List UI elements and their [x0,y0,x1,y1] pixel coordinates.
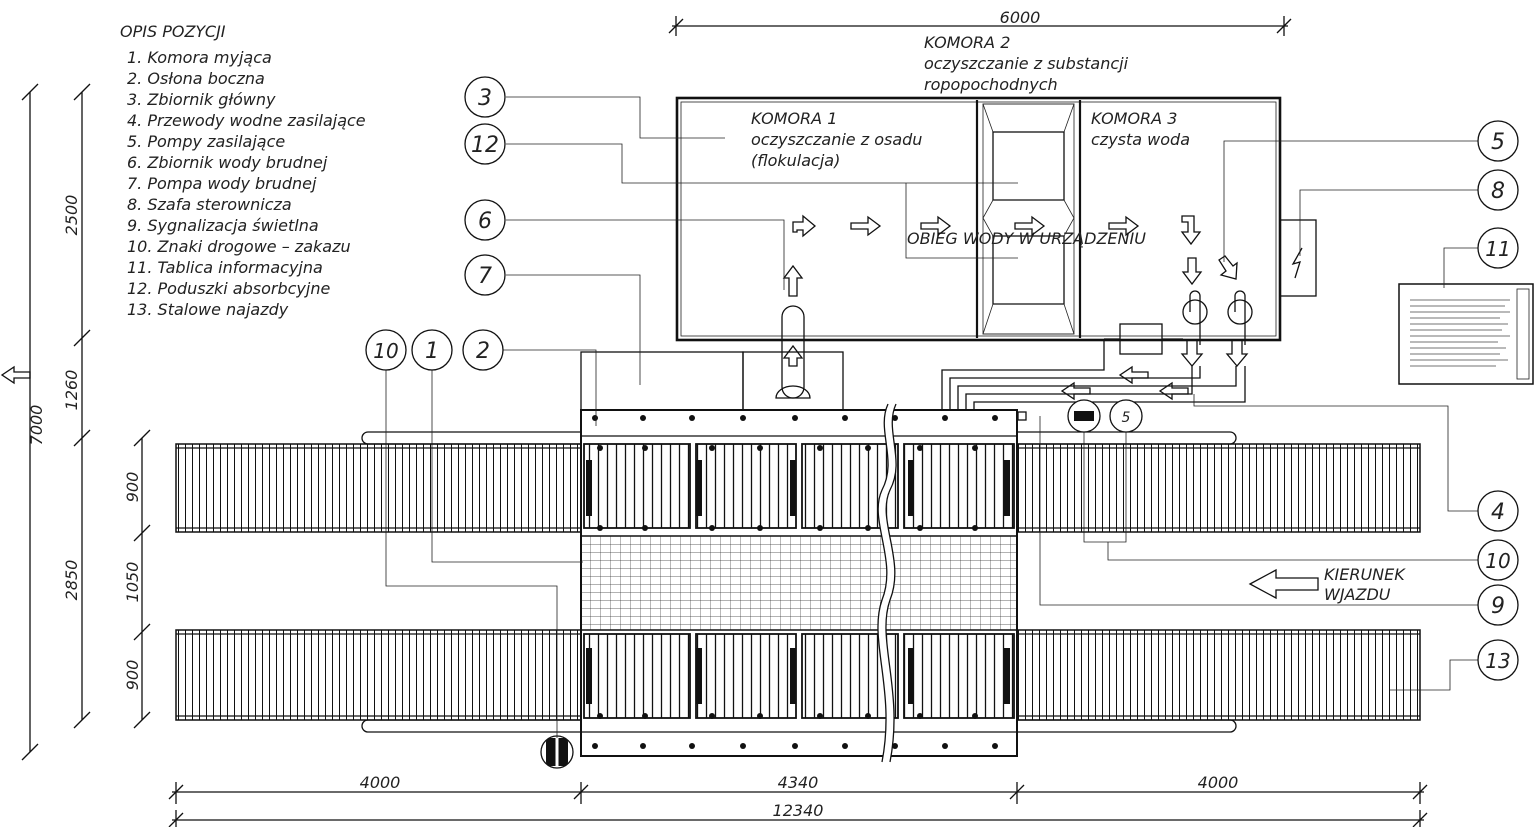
callout-6: 6 [478,209,492,234]
callout-1: 1 [425,339,439,364]
speed-sign-text: 5 [1122,410,1131,426]
dim-h2: 1260 [62,370,81,411]
dim-w-mid: 4340 [778,773,819,792]
dim-h1: 2500 [62,195,81,236]
legend-item: 11. Tablica informacyjna [127,258,323,277]
main-tank [675,96,1282,342]
callout-13: 13 [1485,649,1510,673]
direction-line1: KIERUNEK [1324,565,1406,584]
info-board [1398,283,1534,385]
pumps [1104,290,1253,368]
callout-12: 12 [471,133,499,158]
komora3-title: KOMORA 3 [1091,109,1177,128]
control-cabinet [1279,219,1317,297]
legend-title: OPIS POZYCJI [120,22,226,41]
dim-h3: 2850 [62,560,81,601]
dim-w-total: 12340 [773,801,824,820]
callouts: 3 12 6 7 10 1 2 5 8 11 4 10 9 13 [365,76,1519,681]
legend-item: 12. Poduszki absorbcyjne [127,279,330,298]
komora2-line1: oczyszczanie z substancji [924,54,1129,73]
dim-h6: 900 [123,660,142,691]
wash-chamber [580,402,1027,763]
legend-item: 8. Szafa sterownicza [127,195,292,214]
callout-8: 8 [1491,179,1505,204]
legend: OPIS POZYCJI 1. Komora myjąca 2. Osłona … [120,22,366,319]
legend-item: 4. Przewody wodne zasilające [127,111,366,130]
legend-item: 3. Zbiornik główny [127,90,276,109]
callout-11: 11 [1485,237,1510,261]
dim-w-left: 4000 [360,773,401,792]
callout-4: 4 [1491,500,1505,525]
direction-arrow [1248,568,1319,600]
dim-tank-width: 6000 [1000,8,1041,27]
legend-item: 5. Pompy zasilające [127,132,285,151]
komora2-line2: ropopochodnych [924,75,1058,94]
callout-10-right: 10 [1485,549,1510,573]
legend-item: 6. Zbiornik wody brudnej [127,153,328,172]
dim-h4: 900 [123,472,142,503]
komora3-line1: czysta woda [1091,130,1190,149]
dirty-water-tank [580,305,844,411]
dim-h5: 1050 [123,562,142,603]
callout-9: 9 [1491,594,1505,619]
top-dimension: 6000 [668,8,1292,36]
legend-item: 2. Osłona boczna [127,69,265,88]
dim-total-height: 7000 [27,405,46,446]
callout-5: 5 [1491,130,1505,155]
leader-lines [385,96,1478,738]
komora1-line2: (flokulacja) [751,151,840,170]
komora1-line1: oczyszczanie z osadu [751,130,922,149]
callout-10-left: 10 [373,339,398,363]
callout-2: 2 [476,339,490,364]
legend-item: 1. Komora myjąca [127,48,272,67]
bottom-dimensions: 4000 4340 4000 12340 [168,773,1428,827]
callout-3: 3 [478,86,492,111]
legend-item: 10. Znaki drogowe – zakazu [127,237,351,256]
vertical-dimensions: 7000 2500 1260 2850 900 1050 900 [21,83,151,761]
legend-item: 9. Sygnalizacja świetlna [127,216,319,235]
direction-line2: WJAZDU [1324,585,1391,604]
komora2-title: KOMORA 2 [924,33,1010,52]
flow-label: OBIEG WODY W URZĄDZENIU [907,229,1146,248]
dim-w-right: 4000 [1198,773,1239,792]
water-pipes [0,339,1246,412]
komora1-title: KOMORA 1 [751,109,837,128]
callout-7: 7 [478,264,492,289]
legend-item: 13. Stalowe najazdy [127,300,289,319]
legend-item: 7. Pompa wody brudnej [127,174,317,193]
